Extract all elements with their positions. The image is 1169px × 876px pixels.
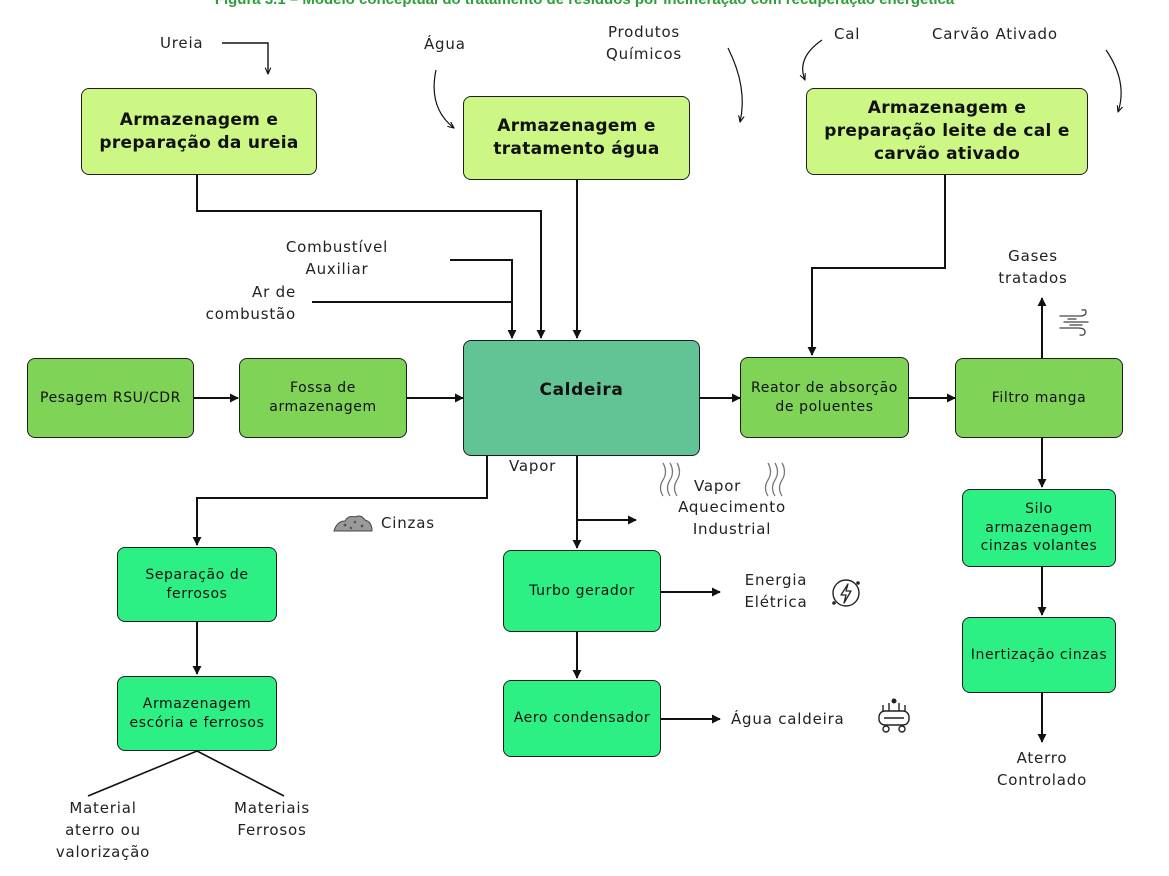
vapor-label: Vapor <box>509 457 557 475</box>
page-title: Figura 3.1 – Modelo conceptual do tratam… <box>0 0 1169 8</box>
slag-split-right <box>196 750 285 797</box>
weighing-box: Pesagem RSU/CDR <box>27 358 194 438</box>
ar-label: Ar de combustão <box>205 283 296 323</box>
ferrous-separation-box: Separação de ferrosos <box>117 547 277 622</box>
agua-arrow <box>433 69 454 128</box>
turbo-generator-box: Turbo gerador <box>503 550 661 632</box>
condenser-box: Aero condensador <box>503 680 661 757</box>
lime-storage-box: Armazenagem e preparação leite de cal e … <box>806 88 1088 175</box>
ureia-label: Ureia <box>160 34 204 52</box>
cal-arrow <box>803 39 823 80</box>
water-drop-icon <box>878 698 910 733</box>
water-storage-box: Armazenagem e tratamento água <box>463 96 690 180</box>
energy-label: Energia Elétrica <box>744 571 808 611</box>
ash-silo-box: Silo armazenagem cinzas volantes <box>962 489 1116 567</box>
material-aterro-label: Material aterro ou valorização <box>55 799 151 861</box>
pit-box: Fossa de armazenagem <box>239 358 407 438</box>
boiler-to-ferrous <box>192 456 488 546</box>
heating-label: Aquecimento Industrial <box>678 498 786 538</box>
slag-split-left <box>87 750 198 797</box>
carvao-arrow <box>1105 49 1121 112</box>
combustivel-to-boiler <box>450 259 517 339</box>
steam-icon <box>659 462 681 497</box>
quimicos-arrow <box>727 47 742 122</box>
boiler-box: Caldeira <box>463 340 700 456</box>
lightning-icon <box>832 579 860 607</box>
aterro-label: Aterro Controlado <box>996 749 1088 789</box>
materiais-ferrosos-label: Materiais Ferrosos <box>234 799 310 839</box>
gases-label: Gases tratados <box>998 247 1068 287</box>
ureia-arrow <box>222 42 268 74</box>
agua-label: Água <box>424 35 466 53</box>
slag-storage-box: Armazenagem escória e ferrosos <box>117 676 277 751</box>
boiler-water-label: Água caldeira <box>731 710 845 728</box>
inertization-box: Inertização cinzas <box>962 617 1116 693</box>
vapor-heating-label: Vapor <box>694 477 742 495</box>
combustivel-label: Combustível Auxiliar <box>285 238 389 278</box>
cinzas-label: Cinzas <box>381 514 435 532</box>
steam-icon-right <box>764 462 786 497</box>
cal-label: Cal <box>834 25 861 43</box>
bag-filter-box: Filtro manga <box>955 358 1123 438</box>
lime-to-reactor <box>807 175 946 356</box>
ureia-storage-box: Armazenagem e preparação da ureia <box>81 88 317 175</box>
quimicos-label: Produtos Químicos <box>606 23 682 63</box>
ureia-to-boiler <box>196 175 546 339</box>
carvao-label: Carvão Ativado <box>932 25 1058 43</box>
wind-icon <box>1059 309 1089 336</box>
ash-pile-icon <box>333 515 373 532</box>
reactor-box: Reator de absorção de poluentes <box>740 357 909 438</box>
